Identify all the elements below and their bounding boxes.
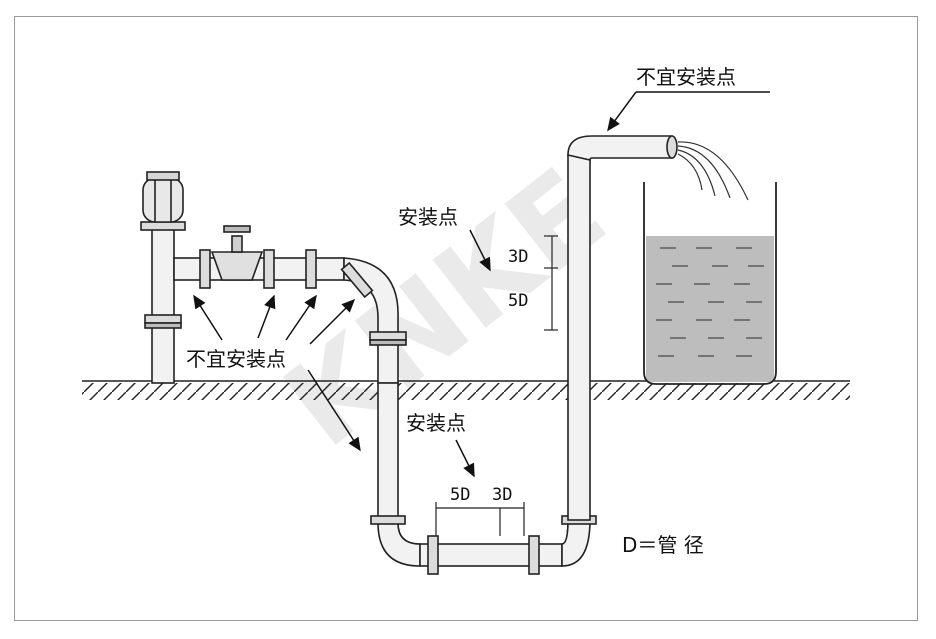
annotation-arrows: [193, 91, 770, 478]
right-riser: [567, 135, 678, 521]
label-not-recommended-outlet: 不宜安装点: [636, 65, 736, 89]
water-spray: [677, 141, 749, 201]
vertical-dimension: [544, 235, 558, 331]
left-riser: [140, 171, 186, 384]
legend-d-pipe-diameter: D＝管 径: [622, 533, 704, 557]
horizontal-dimension: [435, 502, 525, 536]
horizontal-pipe-upper: [173, 225, 407, 384]
dimension-3d-vertical: 3D: [508, 247, 528, 267]
dimension-5d-horizontal: 5D: [450, 485, 470, 505]
dimension-3d-horizontal: 3D: [492, 485, 512, 505]
label-install-point-horizontal: 安装点: [406, 411, 466, 435]
label-not-recommended-inlet: 不宜安装点: [186, 347, 286, 371]
label-install-point-vertical: 安装点: [398, 205, 458, 229]
water-tank: [643, 182, 777, 385]
dimension-5d-vertical: 5D: [508, 291, 528, 311]
